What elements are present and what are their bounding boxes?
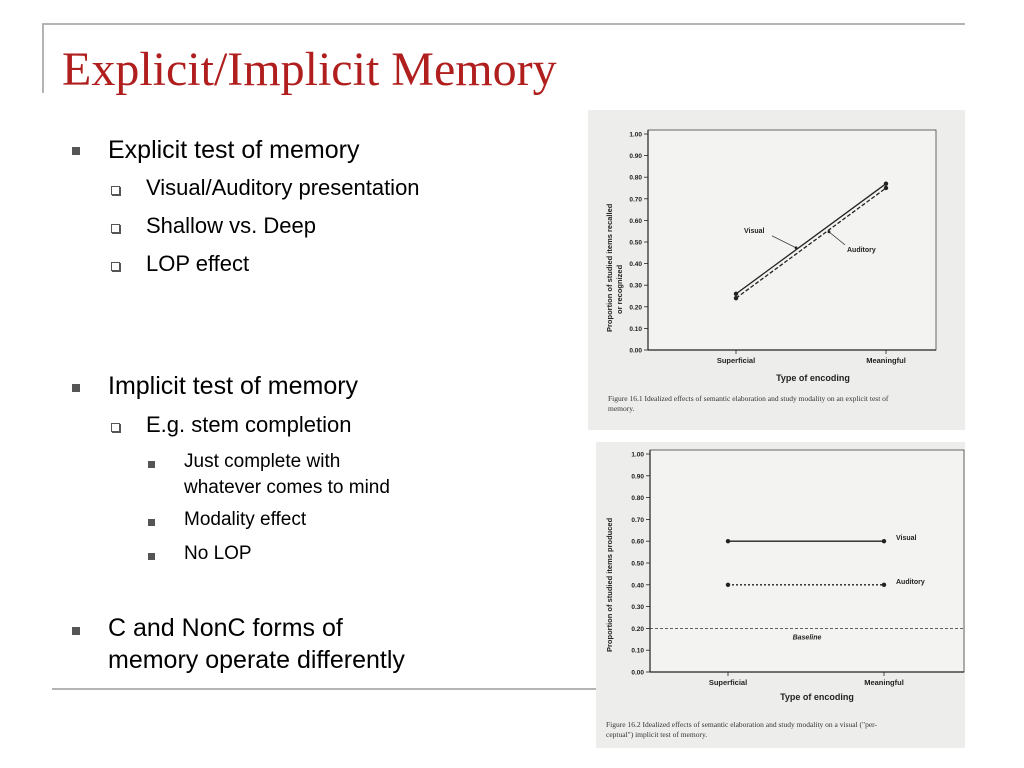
series-label-auditory: Auditory xyxy=(847,247,876,254)
implicit-test-chart: Proportion of studied items produced Typ… xyxy=(605,449,965,739)
y-tick-label: 0.20 xyxy=(629,304,642,311)
bullet-small-square-icon xyxy=(148,519,155,526)
y-axis-label: Proportion of studied items produced xyxy=(605,517,614,652)
y-tick-label: 0.90 xyxy=(629,153,642,160)
y-tick-label: 0.20 xyxy=(631,626,644,633)
y-tick-label: 0.60 xyxy=(631,539,644,546)
series-label-visual: Visual xyxy=(896,535,917,542)
sub-bullet-lop-effect: LOP effect xyxy=(146,251,250,276)
series-line-auditory xyxy=(735,187,887,299)
slide-title: Explicit/Implicit Memory xyxy=(62,43,557,96)
bullet-small-square-icon xyxy=(148,553,155,560)
bullet-explicit: Explicit test of memory xyxy=(108,136,360,164)
bullet-small-square-icon xyxy=(148,461,155,468)
x-axis-label: Type of encoding xyxy=(776,373,850,383)
figure-explicit-test: Proportion of studied items recalled or … xyxy=(588,110,965,430)
y-tick-label: 0.00 xyxy=(631,670,644,677)
bullet-square-icon xyxy=(72,627,80,635)
sub2-bullet-no-lop: No LOP xyxy=(184,543,252,564)
y-tick-label: 0.00 xyxy=(629,348,642,355)
x-tick-label: Superficial xyxy=(709,678,747,687)
bullet-square-icon xyxy=(72,147,80,155)
data-point-auditory xyxy=(881,582,887,587)
y-tick-label: 0.80 xyxy=(631,495,644,502)
data-point-visual xyxy=(883,181,889,186)
series-label-arrowhead xyxy=(794,246,798,250)
sub-bullet-presentation: Visual/Auditory presentation xyxy=(146,175,420,200)
y-tick-label: 0.40 xyxy=(631,582,644,589)
x-tick-label: Meaningful xyxy=(866,356,906,365)
y-axis-label-line2: or recognized xyxy=(615,264,624,314)
bullet-square-icon xyxy=(72,384,80,392)
data-point-visual xyxy=(733,291,739,297)
y-tick-label: 0.30 xyxy=(631,604,644,611)
series-label-auditory: Auditory xyxy=(896,579,925,586)
y-tick-label: 0.90 xyxy=(631,473,644,480)
figure-implicit-test: Proportion of studied items produced Typ… xyxy=(596,442,965,748)
y-tick-label: 0.60 xyxy=(629,218,642,225)
figure-caption-line1: Figure 16.2 Idealized effects of semanti… xyxy=(606,720,878,729)
sub2-bullet-just-complete: Just complete with xyxy=(184,451,341,472)
figure-caption-line2: ceptual") implicit test of memory. xyxy=(606,730,707,739)
y-tick-label: 0.70 xyxy=(629,196,642,203)
data-point-visual xyxy=(725,539,731,544)
x-tick-label: Superficial xyxy=(717,356,755,365)
figure-caption-line2: memory. xyxy=(608,404,635,413)
y-tick-label: 0.10 xyxy=(631,648,644,655)
bullet-hollow-square-icon xyxy=(111,423,120,432)
series-label-visual: Visual xyxy=(744,228,765,235)
slide-frame-top-rule xyxy=(42,23,965,25)
figure-caption-line1: Figure 16.1 Idealized effects of semanti… xyxy=(608,394,889,403)
y-tick-label: 0.30 xyxy=(629,283,642,290)
plot-area xyxy=(647,129,937,351)
data-point-auditory xyxy=(883,185,889,191)
x-tick-label: Meaningful xyxy=(864,678,904,687)
sub2-bullet-whatever-comes: whatever comes to mind xyxy=(184,477,390,498)
baseline-label: Baseline xyxy=(793,634,822,641)
sub-bullet-stem-completion: E.g. stem completion xyxy=(146,412,352,437)
series-label-leader xyxy=(771,235,797,249)
sub2-bullet-modality-effect: Modality effect xyxy=(184,509,307,530)
y-tick-label: 0.80 xyxy=(629,175,642,182)
y-axis-label-line1: Proportion of studied items recalled xyxy=(605,203,614,332)
x-axis-label: Type of encoding xyxy=(780,692,854,702)
bullet-implicit: Implicit test of memory xyxy=(108,372,359,400)
bullet-conclusion-line1: C and NonC forms of xyxy=(108,614,343,642)
bullet-hollow-square-icon xyxy=(111,186,120,195)
y-tick-label: 1.00 xyxy=(629,132,642,139)
y-tick-label: 0.50 xyxy=(631,561,644,568)
bullet-hollow-square-icon xyxy=(111,262,120,271)
series-label-leader xyxy=(828,231,846,246)
data-point-visual xyxy=(881,539,887,544)
y-tick-label: 0.10 xyxy=(629,326,642,333)
data-point-auditory xyxy=(733,295,739,301)
y-tick-label: 0.40 xyxy=(629,261,642,268)
series-line-visual xyxy=(735,183,887,295)
plot-area xyxy=(649,449,965,673)
bullet-conclusion-line2: memory operate differently xyxy=(108,646,405,674)
y-tick-label: 1.00 xyxy=(631,452,644,459)
slide-bottom-rule xyxy=(52,688,597,690)
y-tick-label: 0.50 xyxy=(629,240,642,247)
series-label-arrowhead xyxy=(827,230,831,234)
slide-frame-left-rule xyxy=(42,23,44,93)
sub-bullet-shallow-deep: Shallow vs. Deep xyxy=(146,213,316,238)
bullet-hollow-square-icon xyxy=(111,224,120,233)
explicit-test-chart: Proportion of studied items recalled or … xyxy=(605,129,937,413)
data-point-auditory xyxy=(725,582,731,587)
y-tick-label: 0.70 xyxy=(631,517,644,524)
